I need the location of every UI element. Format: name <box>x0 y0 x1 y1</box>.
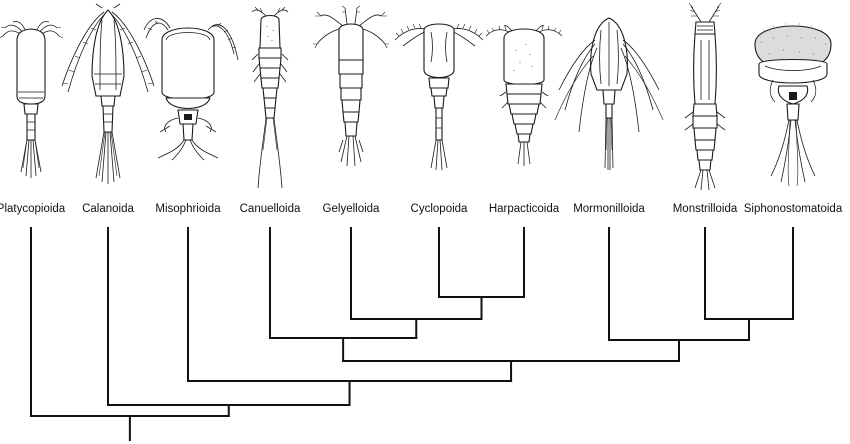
taxon-label-mormonilloida: Mormonilloida <box>573 203 645 215</box>
taxon-label-calanoida: Calanoida <box>82 203 134 215</box>
cyclopoida-illustration <box>394 23 484 171</box>
taxon-label-gelyelloida: Gelyelloida <box>323 203 380 215</box>
phylogenetic-tree <box>30 227 794 441</box>
siphonostomatoida-illustration <box>754 23 832 187</box>
misophrioida-illustration <box>143 18 239 161</box>
monstrilloida-illustration <box>684 2 726 191</box>
harpacticoida-illustration <box>485 25 563 166</box>
taxon-label-cyclopoida: Cyclopoida <box>411 203 468 215</box>
taxon-label-harpacticoida: Harpacticoida <box>489 203 560 215</box>
calanoida-illustration <box>61 3 155 184</box>
taxon-label-siphonostomatoida: Siphonostomatoida <box>744 203 843 215</box>
platycopioida-illustration <box>0 21 64 178</box>
taxon-label-misophrioida: Misophrioida <box>155 203 221 215</box>
taxon-labels: Platycopioida Calanoida Misophrioida Canuel… <box>0 203 843 215</box>
gelyelloida-illustration <box>313 5 389 167</box>
taxon-label-platycopioida: Platycopioida <box>0 203 66 215</box>
canuelloida-illustration <box>251 6 289 189</box>
taxon-label-monstrilloida: Monstrilloida <box>673 203 738 215</box>
taxon-label-canuelloida: Canuelloida <box>240 203 301 215</box>
mormonilloida-illustration <box>554 17 664 170</box>
